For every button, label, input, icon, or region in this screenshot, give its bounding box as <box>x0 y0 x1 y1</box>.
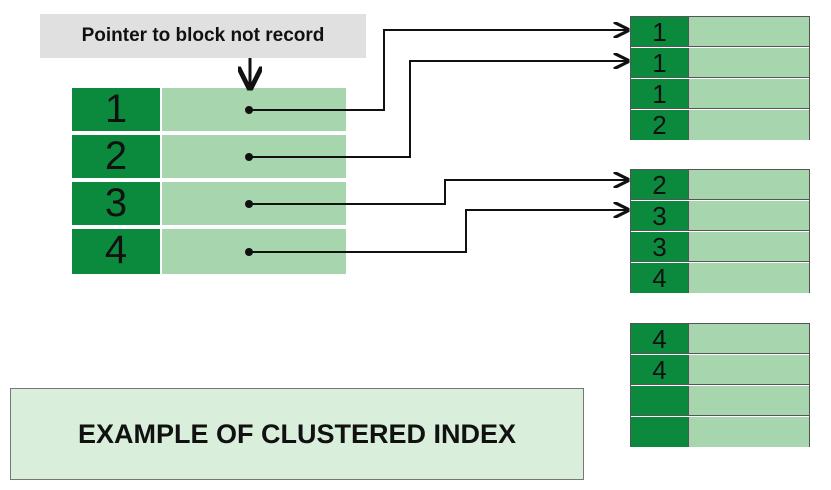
block-key-cell: 2 <box>631 170 689 200</box>
block-row: 4 <box>631 324 809 354</box>
block-key-cell <box>631 386 689 415</box>
pointer-connector <box>249 180 628 205</box>
block-row: 2 <box>631 170 809 200</box>
block-record-cell <box>689 48 809 77</box>
block-row: 1 <box>631 17 809 47</box>
block-key-cell: 1 <box>631 79 689 109</box>
pointer-callout-label: Pointer to block not record <box>81 25 325 46</box>
index-key-cell: 2 <box>72 135 160 178</box>
block-key-cell <box>631 417 689 447</box>
data-block-3: 4 4 <box>630 323 810 447</box>
block-row: 3 <box>631 201 809 231</box>
block-record-cell <box>689 17 809 46</box>
block-record-cell <box>689 232 809 261</box>
block-key-cell: 4 <box>631 355 689 385</box>
block-record-cell <box>689 417 809 447</box>
block-record-cell <box>689 110 809 140</box>
block-key-cell: 2 <box>631 110 689 140</box>
block-record-cell <box>689 386 809 415</box>
block-record-cell <box>689 201 809 230</box>
block-key-cell: 4 <box>631 263 689 293</box>
block-row: 4 <box>631 355 809 385</box>
index-key-cell: 3 <box>72 182 160 225</box>
block-key-cell: 3 <box>631 232 689 262</box>
block-record-cell <box>689 263 809 293</box>
block-record-cell <box>689 324 809 353</box>
block-record-cell <box>689 355 809 384</box>
data-block-1: 1 1 1 2 <box>630 16 810 140</box>
block-row <box>631 386 809 416</box>
pointer-connector <box>249 61 628 158</box>
block-key-cell: 3 <box>631 201 689 231</box>
block-row: 3 <box>631 232 809 262</box>
block-record-cell <box>689 170 809 199</box>
pointer-connector <box>249 210 628 253</box>
pointer-connector <box>249 30 628 111</box>
block-row: 1 <box>631 79 809 109</box>
block-row <box>631 417 809 447</box>
block-key-cell: 4 <box>631 324 689 354</box>
block-row: 4 <box>631 263 809 293</box>
index-key-cell: 1 <box>72 88 160 131</box>
block-row: 2 <box>631 110 809 140</box>
caption-text: EXAMPLE OF CLUSTERED INDEX <box>77 418 517 449</box>
block-key-cell: 1 <box>631 48 689 78</box>
data-block-2: 2 3 3 4 <box>630 169 810 293</box>
pointer-callout: Pointer to block not record <box>40 14 366 58</box>
block-row: 1 <box>631 48 809 78</box>
diagram-caption: EXAMPLE OF CLUSTERED INDEX <box>10 388 584 480</box>
block-key-cell: 1 <box>631 17 689 47</box>
block-record-cell <box>689 79 809 108</box>
index-key-cell: 4 <box>72 229 160 274</box>
